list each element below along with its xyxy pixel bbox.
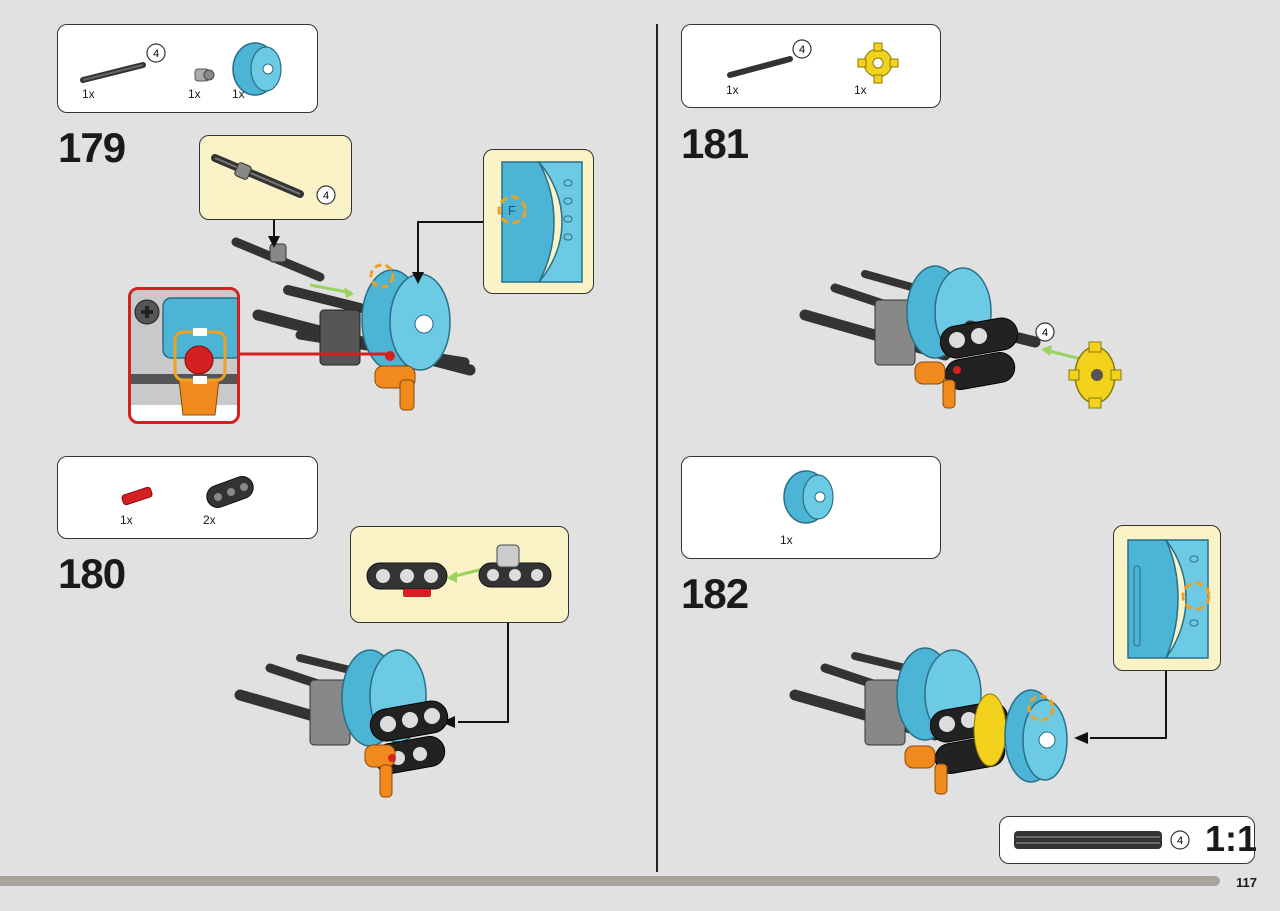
part-qty: 1x — [780, 533, 793, 547]
model-181: 4 — [799, 265, 1122, 409]
rim-icon — [232, 42, 282, 96]
model-180 — [234, 649, 449, 798]
callout-axle-art: 4 — [211, 154, 336, 205]
insert-length-label: 4 — [1042, 327, 1048, 339]
parts-182-art — [783, 470, 834, 524]
parts-list-182: 1x — [681, 456, 941, 559]
scale-reference: 4 — [999, 816, 1255, 864]
part-qty: 1x — [82, 87, 95, 101]
axle-length-label: 4 — [799, 44, 805, 56]
progress-bar — [0, 876, 1220, 886]
axle-icon — [727, 56, 793, 78]
scale-axle-art: 4 — [1014, 830, 1190, 850]
step-number-180: 180 — [58, 550, 126, 597]
axle-length-label: 4 — [153, 48, 159, 60]
svg-text:F: F — [508, 203, 516, 218]
rim-detail-art: F — [497, 161, 583, 283]
blue-rim — [1004, 689, 1068, 783]
page-number: 117 — [1236, 875, 1257, 890]
part-qty: 1x — [120, 513, 133, 527]
axle-icon — [80, 62, 146, 83]
part-qty: 1x — [188, 87, 201, 101]
arrow-green — [344, 287, 354, 298]
parts-list-181: 4 1x 1x — [681, 24, 941, 108]
orange-part — [374, 365, 416, 411]
parts-181-art: 4 — [727, 39, 899, 84]
part-qty: 1x — [726, 83, 739, 97]
parts-179-art: 4 — [80, 42, 282, 96]
scale-ratio: 1:1 — [1205, 818, 1258, 859]
page-divider — [656, 24, 658, 872]
step-number-179: 179 — [58, 124, 126, 171]
zoom-detail-art — [131, 290, 237, 416]
zoom-detail-179 — [128, 287, 240, 424]
callout-beams-180 — [350, 526, 569, 623]
blue-rim — [361, 269, 451, 371]
bush-icon — [194, 68, 215, 82]
rim-detail-182-art — [1127, 539, 1211, 659]
model-179 — [231, 237, 476, 411]
callout-rim-detail-179: F — [483, 149, 594, 294]
black-beam-icon — [206, 476, 254, 508]
rim-icon — [783, 470, 834, 524]
scale-length-label: 4 — [1177, 835, 1183, 847]
callout-beams-art — [366, 544, 552, 597]
callout-axle-179: 4 — [199, 135, 352, 220]
red-connector-icon — [121, 486, 153, 506]
callout-rim-detail-182 — [1113, 525, 1221, 671]
step-number-182: 182 — [681, 570, 749, 617]
part-qty: 2x — [203, 513, 216, 527]
part-qty: 1x — [854, 83, 867, 97]
callout-length-label: 4 — [323, 190, 329, 202]
step-number-181: 181 — [681, 120, 749, 167]
part-qty: 1x — [232, 87, 245, 101]
model-182 — [789, 647, 1068, 795]
yellow-gear-icon — [857, 42, 899, 84]
yellow-gear — [1068, 341, 1122, 409]
parts-list-179: 4 1x 1x 1x — [57, 24, 318, 113]
parts-list-180: 1x 2x — [57, 456, 318, 539]
parts-180-art — [121, 476, 254, 508]
